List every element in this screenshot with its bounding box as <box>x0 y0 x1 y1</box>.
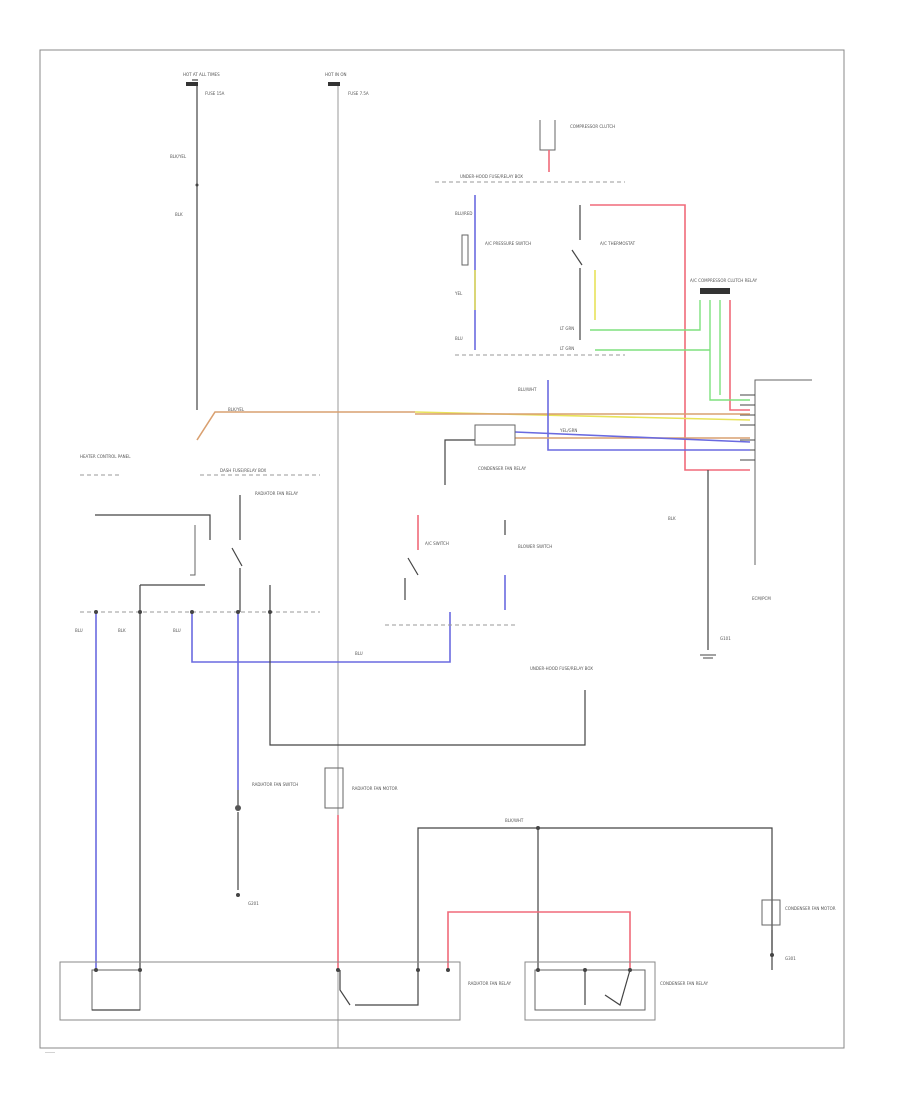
ac-switches-box: UNDER-HOOD FUSE/RELAY BOX A/C PRESSURE S… <box>435 174 636 356</box>
dash-fuse-relay-box: DASH FUSE/RELAY BOX HEATER CONTROL PANEL… <box>80 454 320 613</box>
condenser-fan-motor: CONDENSER FAN MOTOR G301 <box>761 899 836 961</box>
label-wire-blk-yel-2: BLK/YEL <box>228 407 245 412</box>
label-ac-thermostat: A/C THERMOSTAT <box>600 241 636 246</box>
power-source-middle: HOT IN ON FUSE 7.5A <box>325 72 369 1048</box>
label-wire-blu-3: BLU <box>173 628 181 633</box>
power-source-left: HOT AT ALL TIMES FUSE 15A BLK/YEL BLK <box>170 72 225 410</box>
ecm-connector: ECM/PCM <box>740 379 812 601</box>
compressor-clutch: COMPRESSOR CLUTCH <box>539 120 615 172</box>
label-heater-control-panel: HEATER CONTROL PANEL <box>80 454 131 459</box>
ground-right: BLK G101 <box>668 470 731 659</box>
label-ac-compressor-clutch-relay: A/C COMPRESSOR CLUTCH RELAY <box>690 278 758 283</box>
label-dash-fuse-box: DASH FUSE/RELAY BOX <box>220 468 267 473</box>
label-wire-blu-4: BLU <box>355 651 363 656</box>
label-g201: G201 <box>248 901 259 906</box>
label-underhood-box-mid: UNDER-HOOD FUSE/RELAY BOX <box>530 666 593 671</box>
label-radiator-relay-bottom: RADIATOR FAN RELAY <box>468 981 512 986</box>
ac-relay-connector: A/C COMPRESSOR CLUTCH RELAY <box>690 278 758 294</box>
label-compressor-clutch: COMPRESSOR CLUTCH <box>570 124 615 129</box>
label-wire-blk-yel-1: BLK/YEL <box>170 154 187 159</box>
label-condenser-fan-relay: CONDENSER FAN RELAY <box>478 466 527 471</box>
label-wire-blk-1: BLK <box>175 212 183 217</box>
label-wire-blu-red: BLU/RED <box>455 211 472 216</box>
condenser-fan-relay: CONDENSER FAN RELAY A/C SWITCH BLOWER SW… <box>385 424 552 626</box>
radiator-fan-switch: RADIATOR FAN SWITCH G201 <box>235 782 298 906</box>
label-wire-lt-grn-2: LT GRN <box>560 346 574 351</box>
label-blower-switch: BLOWER SWITCH <box>518 544 552 549</box>
label-g101: G101 <box>720 636 731 641</box>
bottom-relay-box-left: RADIATOR FAN RELAY <box>59 961 512 1021</box>
label-ac-switch: A/C SWITCH <box>425 541 449 546</box>
label-hot-in-on: HOT IN ON <box>325 72 346 77</box>
footer-code: ––––– <box>45 1050 55 1055</box>
label-ecm-pcm: ECM/PCM <box>752 596 771 601</box>
label-underhood-box-top: UNDER-HOOD FUSE/RELAY BOX <box>460 174 523 179</box>
label-fuse-7-5a: FUSE 7.5A <box>348 91 369 96</box>
radiator-fan-motor: RADIATOR FAN MOTOR <box>324 767 398 970</box>
label-hot-at-all-times: HOT AT ALL TIMES <box>183 72 220 77</box>
label-wire-blu-wht: BLU/WHT <box>518 387 537 392</box>
diagram-border <box>39 49 845 1049</box>
label-radiator-fan-switch: RADIATOR FAN SWITCH <box>252 782 298 787</box>
label-condenser-fan-motor: CONDENSER FAN MOTOR <box>785 906 836 911</box>
label-wire-yel-1: YEL <box>454 291 463 296</box>
label-fuse-15a: FUSE 15A <box>205 91 225 96</box>
bottom-relay-box-right: CONDENSER FAN RELAY <box>524 961 709 1021</box>
label-condenser-relay-bottom: CONDENSER FAN RELAY <box>660 981 709 986</box>
label-g301: G301 <box>785 956 796 961</box>
label-wire-blk-2: BLK <box>668 516 676 521</box>
label-radiator-fan-motor: RADIATOR FAN MOTOR <box>352 786 398 791</box>
label-wire-blu-1: BLU <box>455 336 463 341</box>
label-wire-yel-grn: YEL/GRN <box>559 428 577 433</box>
label-wire-blu-2: BLU <box>75 628 83 633</box>
label-wire-lt-grn-1: LT GRN <box>560 326 574 331</box>
label-wire-blk-wht-1: BLK/WHT <box>505 818 524 823</box>
label-radiator-fan-relay: RADIATOR FAN RELAY <box>255 491 299 496</box>
label-ac-pressure-switch: A/C PRESSURE SWITCH <box>485 241 531 246</box>
label-wire-blk-3: BLK <box>118 628 126 633</box>
